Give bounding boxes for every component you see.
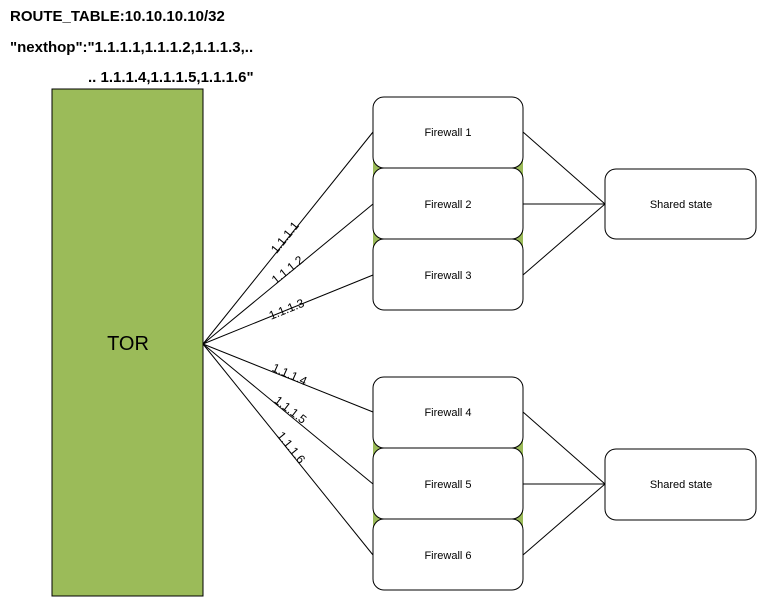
- link-line-2: [202, 203, 374, 345]
- fw3-state-link: [522, 203, 606, 276]
- firewall-5-label: Firewall 5: [424, 479, 471, 491]
- firewall-3-label: Firewall 3: [424, 270, 471, 282]
- firewall-4-label: Firewall 4: [424, 407, 471, 419]
- link-label-3: 1.1.1.3: [267, 296, 307, 323]
- firewall-6-label: Firewall 6: [424, 550, 471, 562]
- link-label-6: 1.1.1.6: [274, 429, 308, 467]
- firewall-1-label: Firewall 1: [424, 127, 471, 139]
- tor-switch: [51, 88, 204, 597]
- link-line-6: [202, 343, 374, 556]
- fw4-state-link: [522, 411, 606, 485]
- nexthop-continuation-line: .. 1.1.1.4,1.1.1.5,1.1.1.6": [88, 69, 254, 86]
- shared-state-lower-box: [604, 448, 757, 521]
- link-label-1: 1.1.1.1: [268, 219, 302, 257]
- link-label-2: 1.1.1.2: [269, 253, 307, 287]
- route-table-heading: ROUTE_TABLE:10.10.10.10/32: [10, 8, 225, 25]
- shared-state-upper-box: [604, 168, 757, 240]
- link-label-5: 1.1.1.5: [272, 393, 310, 427]
- link-line-1: [202, 131, 374, 345]
- firewall-6-box: [372, 518, 524, 591]
- firewall-3-box: [372, 238, 524, 311]
- fw6-state-link: [522, 483, 606, 556]
- shared-state-upper-label: Shared state: [650, 199, 712, 211]
- link-line-5: [202, 343, 374, 485]
- firewall-2-label: Firewall 2: [424, 199, 471, 211]
- shared-state-lower-label: Shared state: [650, 479, 712, 491]
- link-line-4: [202, 343, 374, 413]
- link-line-3: [202, 274, 374, 345]
- fw1-state-link: [522, 131, 606, 205]
- nexthop-line: "nexthop":"1.1.1.1,1.1.1.2,1.1.1.3,..: [10, 39, 254, 56]
- link-label-4: 1.1.1.4: [270, 360, 310, 388]
- tor-label: TOR: [107, 333, 149, 355]
